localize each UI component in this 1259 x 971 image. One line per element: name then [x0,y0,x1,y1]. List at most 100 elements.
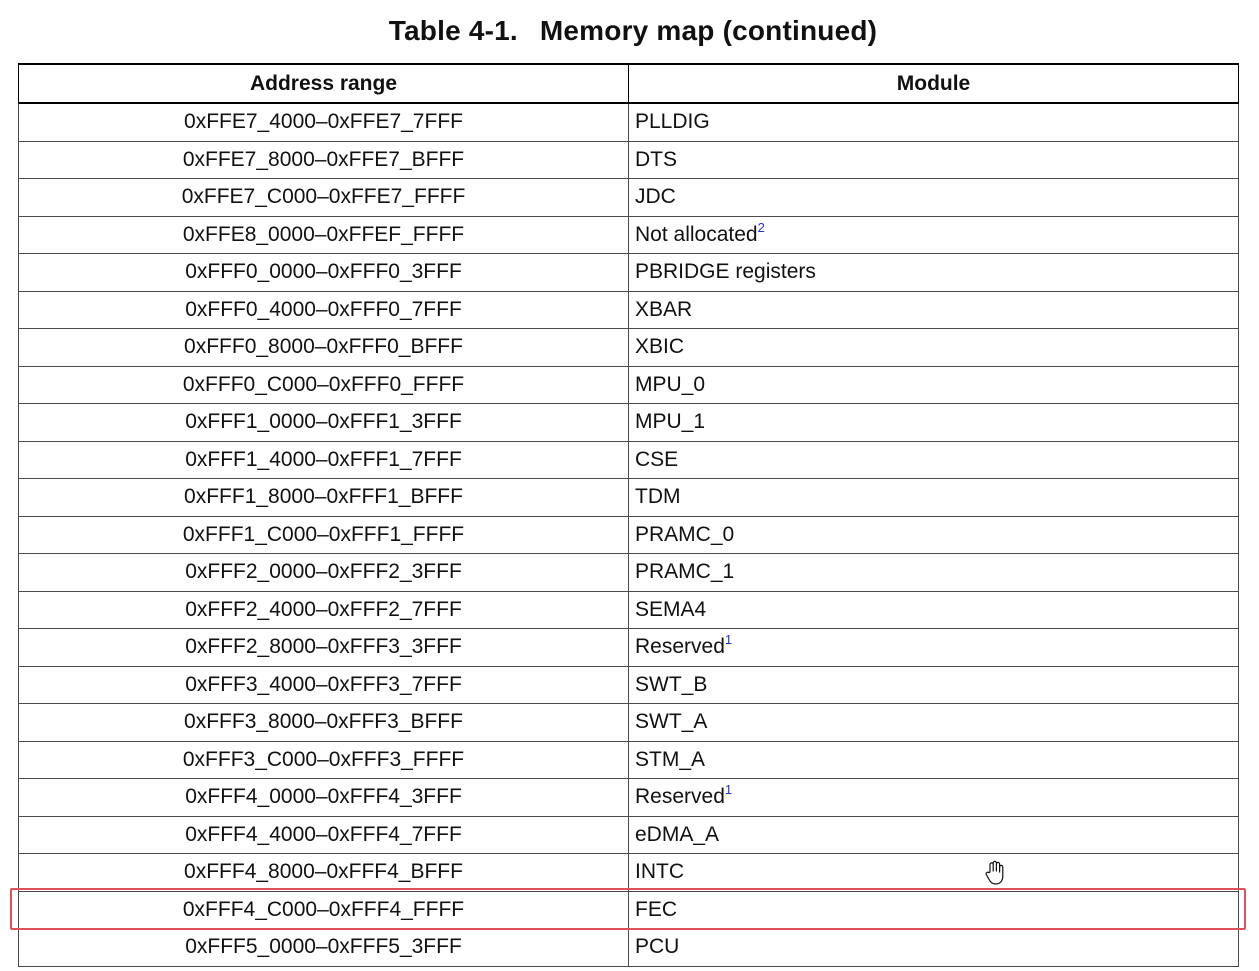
module-name: eDMA_A [635,822,720,846]
module-cell: MPU_1 [628,403,1239,442]
module-cell: FEC [628,890,1239,929]
module-name: Not allocated [635,222,758,246]
module-cell: CSE [628,440,1239,479]
header-module: Module [628,63,1239,104]
module-cell: INTC [628,853,1239,892]
address-range-cell: 0xFFF5_0000–0xFFF5_3FFF [18,928,629,967]
module-cell: SEMA4 [628,590,1239,629]
address-range-cell: 0xFFF0_8000–0xFFF0_BFFF [18,328,629,367]
address-range-cell: 0xFFF2_8000–0xFFF3_3FFF [18,628,629,667]
module-cell: Not allocated2 [628,215,1239,254]
module-cell: SWT_A [628,703,1239,742]
address-range-cell: 0xFFF2_4000–0xFFF2_7FFF [18,590,629,629]
module-name: PBRIDGE registers [635,260,816,284]
address-range-cell: 0xFFF1_C000–0xFFF1_FFFF [18,515,629,554]
table-caption: Table 4-1. Memory map (continued) [0,15,1259,47]
footnote-link[interactable]: 1 [724,782,733,798]
module-name: TDM [635,485,681,509]
module-name: STM_A [635,747,706,771]
address-range-cell: 0xFFE7_8000–0xFFE7_BFFF [18,140,629,179]
module-cell: PRAMC_0 [628,515,1239,554]
address-range-cell: 0xFFF1_8000–0xFFF1_BFFF [18,478,629,517]
address-range-cell: 0xFFF4_0000–0xFFF4_3FFF [18,778,629,817]
address-range-cell: 0xFFF3_4000–0xFFF3_7FFF [18,665,629,704]
module-cell: PLLDIG [628,102,1239,142]
address-range-cell: 0xFFF3_C000–0xFFF3_FFFF [18,740,629,779]
address-range-cell: 0xFFE7_4000–0xFFE7_7FFF [18,102,629,142]
module-name: PLLDIG [635,110,710,134]
address-range-cell: 0xFFF4_8000–0xFFF4_BFFF [18,853,629,892]
module-name: CSE [635,447,679,471]
address-range-cell: 0xFFF4_C000–0xFFF4_FFFF [18,890,629,929]
address-range-cell: 0xFFF1_4000–0xFFF1_7FFF [18,440,629,479]
module-name: FEC [635,897,677,921]
module-cell: XBAR [628,290,1239,329]
module-name: Reserved [635,785,725,809]
module-cell: eDMA_A [628,815,1239,854]
module-cell: Reserved1 [628,628,1239,667]
module-name: INTC [635,860,684,884]
module-cell: PRAMC_1 [628,553,1239,592]
address-range-cell: 0xFFF2_0000–0xFFF2_3FFF [18,553,629,592]
address-range-cell: 0xFFF4_4000–0xFFF4_7FFF [18,815,629,854]
module-cell: SWT_B [628,665,1239,704]
address-range-cell: 0xFFE8_0000–0xFFEF_FFFF [18,215,629,254]
module-name: Reserved [635,635,725,659]
module-name: MPU_1 [635,410,706,434]
footnote-link[interactable]: 2 [757,219,765,235]
address-range-cell: 0xFFE7_C000–0xFFE7_FFFF [18,178,629,217]
address-range-cell: 0xFFF0_C000–0xFFF0_FFFF [18,365,629,404]
module-cell: PBRIDGE registers [628,253,1239,292]
table-number: Table 4-1. [388,15,518,46]
module-name: DTS [635,147,677,171]
module-name: PRAMC_0 [635,522,735,546]
address-range-cell: 0xFFF0_4000–0xFFF0_7FFF [18,290,629,329]
header-address-range: Address range [18,63,629,104]
address-range-cell: 0xFFF0_0000–0xFFF0_3FFF [18,253,629,292]
module-cell: Reserved1 [628,778,1239,817]
module-name: SWT_A [635,710,708,734]
address-range-cell: 0xFFF1_0000–0xFFF1_3FFF [18,403,629,442]
module-cell: XBIC [628,328,1239,367]
module-name: XBAR [635,297,693,321]
module-cell: JDC [628,178,1239,217]
module-cell: MPU_0 [628,365,1239,404]
address-range-cell: 0xFFF3_8000–0xFFF3_BFFF [18,703,629,742]
footnote-link[interactable]: 1 [724,632,733,648]
module-cell: STM_A [628,740,1239,779]
memory-map-table: Address range Module 0xFFE7_4000–0xFFE7_… [18,63,1239,967]
header-row: Address range Module [18,63,1239,104]
module-name: PCU [635,935,680,959]
module-cell: PCU [628,928,1239,967]
module-name: SEMA4 [635,597,707,621]
module-name: PRAMC_1 [635,560,735,584]
module-cell: DTS [628,140,1239,179]
module-name: XBIC [635,335,685,359]
module-name: MPU_0 [635,372,706,396]
table-title: Memory map (continued) [539,15,878,46]
module-cell: TDM [628,478,1239,517]
module-name: SWT_B [635,672,708,696]
